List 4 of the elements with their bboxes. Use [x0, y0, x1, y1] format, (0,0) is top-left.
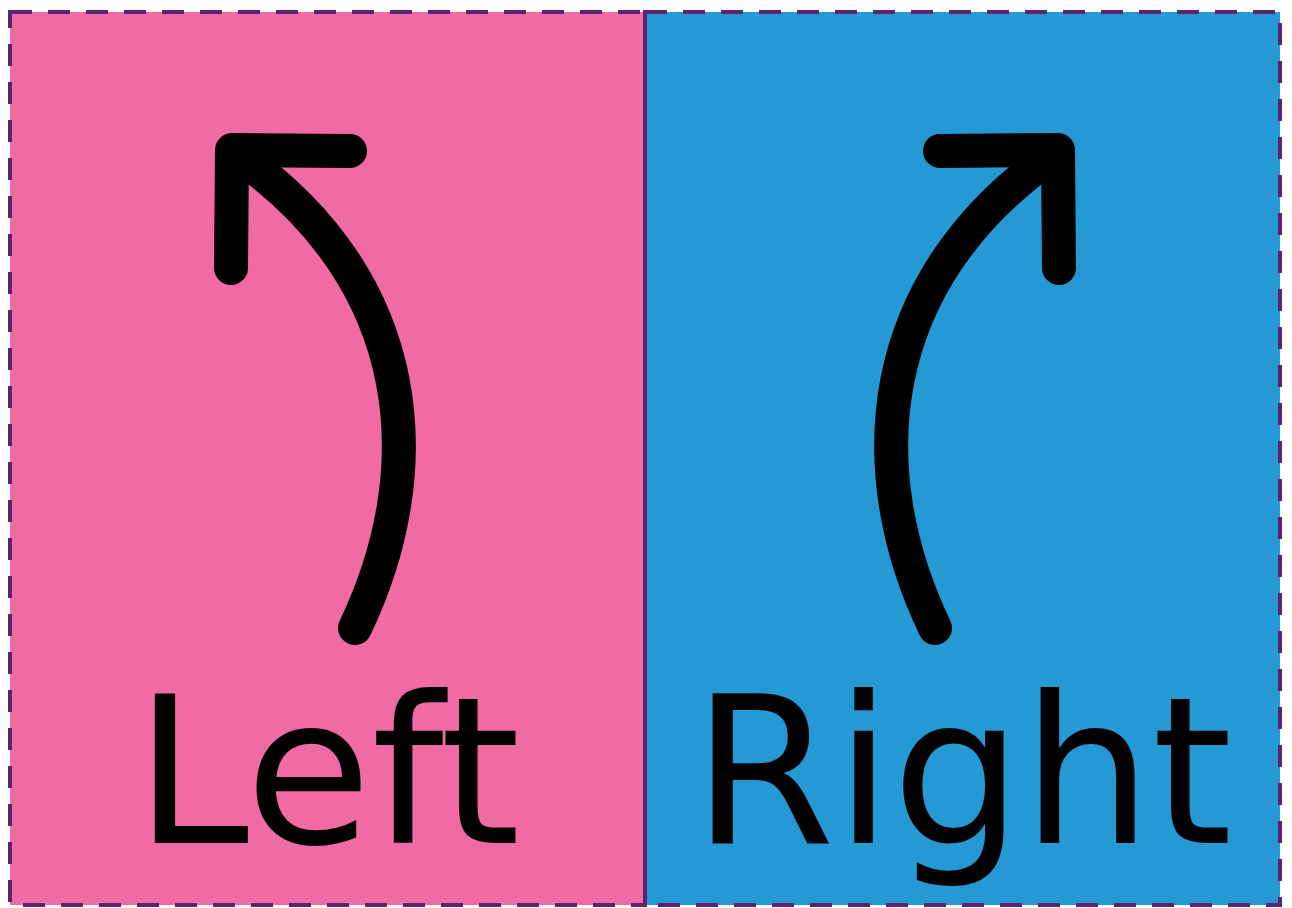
panel [645, 12, 1280, 905]
panel [10, 12, 645, 905]
panel-label: Left [134, 652, 521, 892]
panel-label: Right [692, 652, 1233, 892]
